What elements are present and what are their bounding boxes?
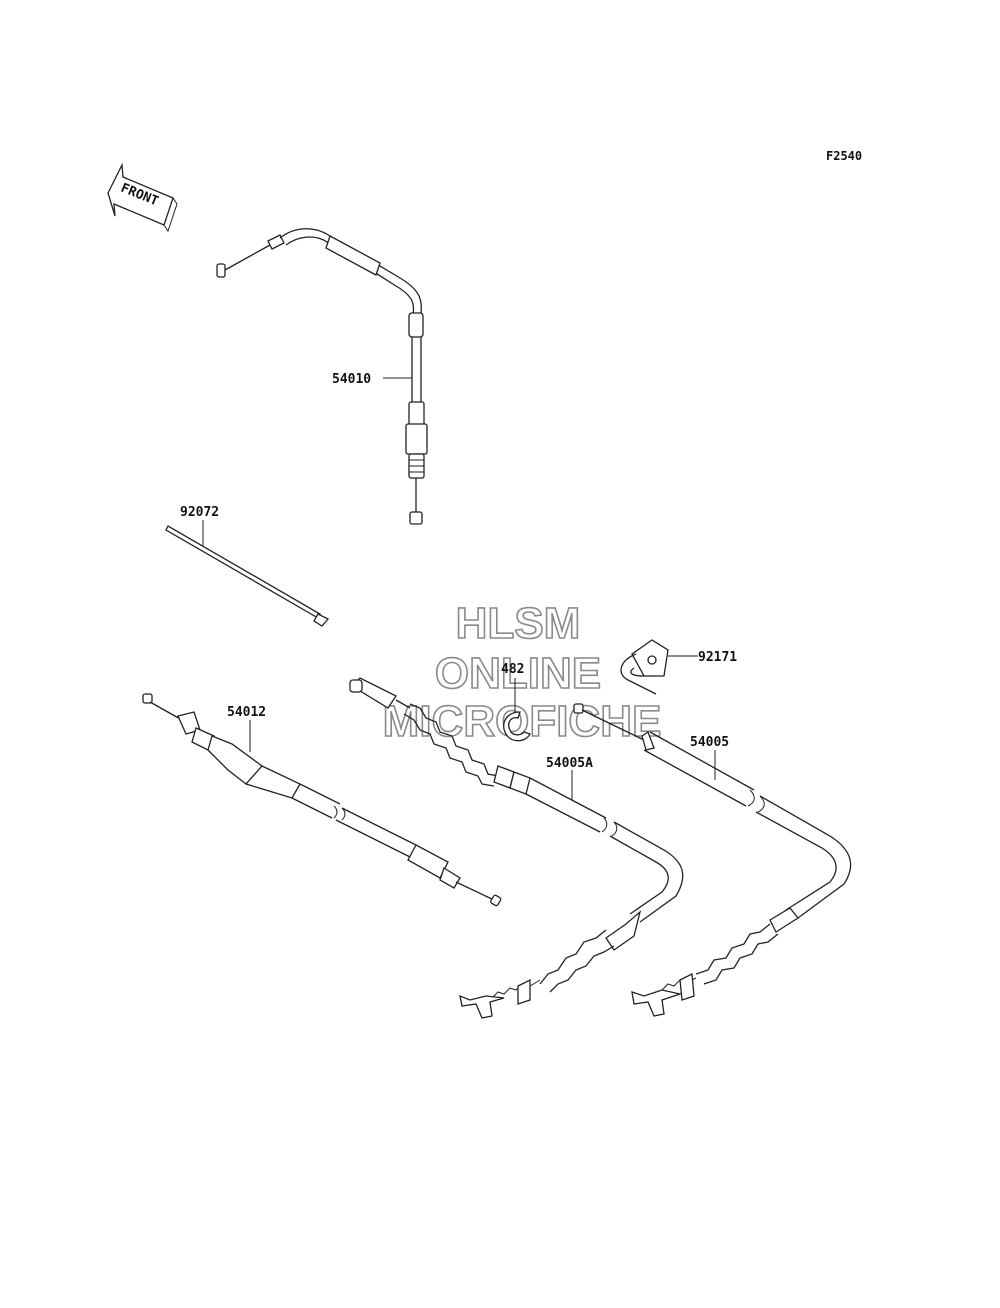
part-label-54012[interactable]: 54012 [227,705,266,720]
band-92072[interactable] [165,525,330,627]
part-label-92171[interactable]: 92171 [698,650,737,665]
cable-54010[interactable] [216,228,428,525]
watermark-line-1: HLSM [456,599,581,648]
part-label-54005[interactable]: 54005 [690,735,729,750]
part-label-54010[interactable]: 54010 [332,372,371,387]
part-label-92072[interactable]: 92072 [180,505,219,520]
front-arrow-icon: FRONT [107,162,178,233]
bracket-92171[interactable] [620,639,669,695]
figure-code: F2540 [826,149,862,163]
part-label-54005A[interactable]: 54005A [546,756,593,771]
circlip-482[interactable] [503,711,531,742]
cable-54005[interactable] [573,703,852,1017]
cable-54012[interactable] [142,693,502,907]
watermark-line-2: ONLINE [435,649,601,698]
part-label-482[interactable]: 482 [501,662,524,677]
cable-54005A[interactable] [349,677,684,1019]
